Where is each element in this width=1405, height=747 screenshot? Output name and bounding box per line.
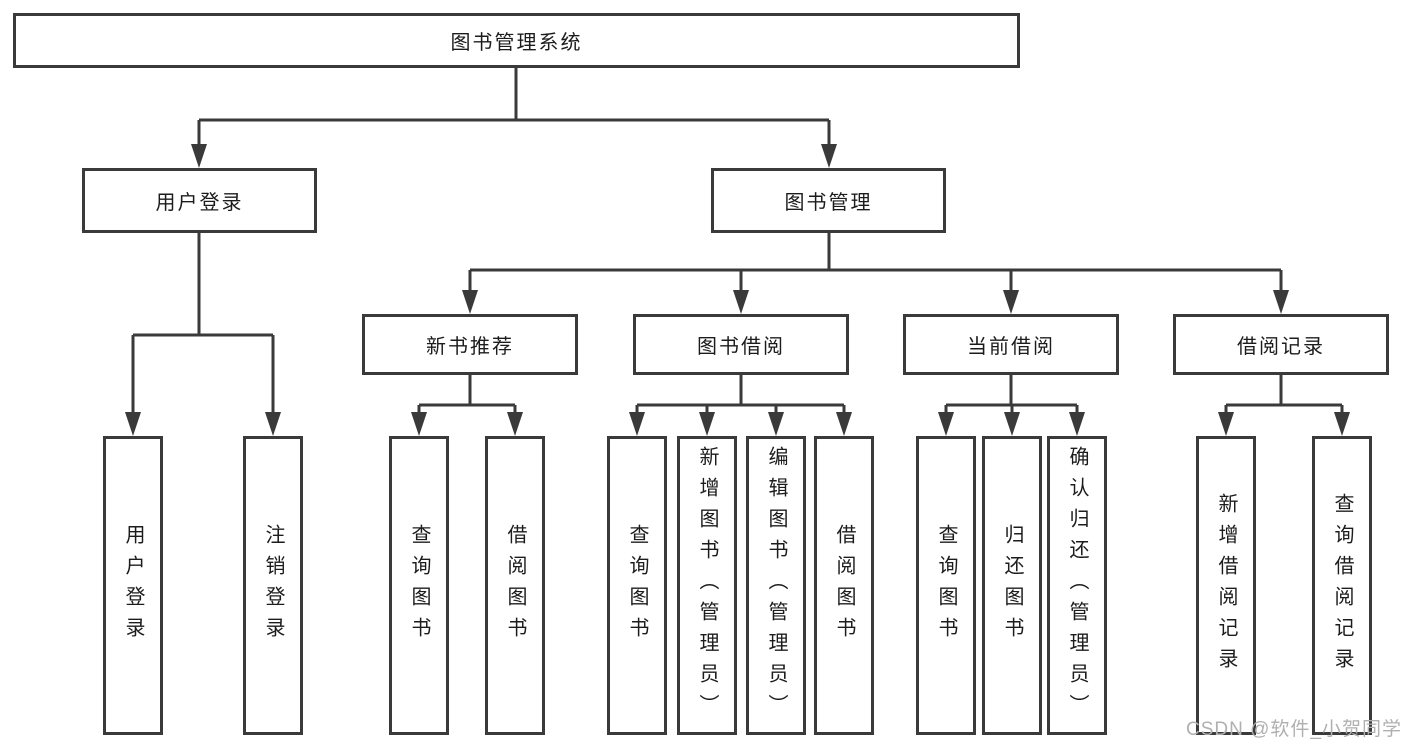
arrow-head [629,412,645,436]
leaf-query-books: 查询图书 [916,436,976,735]
node-borrowing-records: 借阅记录 [1173,314,1389,375]
leaf-borrow-books: 借阅图书 [814,436,874,735]
arrow-head [411,412,427,436]
node-label: 图书借阅 [697,336,785,358]
arrow-head [733,290,749,314]
node-label: 借阅记录 [1237,336,1325,358]
arrow-head [1273,290,1289,314]
arrow-head [191,144,207,168]
watermark: CSDN @软件_小贺同学 [1186,719,1402,740]
node-label: 确认归还（管理员） [1066,446,1088,725]
arrow-head [265,412,281,436]
node-label: 图书管理系统 [450,32,583,54]
leaf-query-books: 查询图书 [607,436,667,735]
node-label: 用户登录 [155,192,244,214]
node-label: 新书推荐 [426,336,514,358]
node-book-borrowing: 图书借阅 [633,314,849,375]
node-book-management: 图书管理 [711,168,946,233]
arrow-head [768,412,784,436]
arrow-head [938,412,954,436]
leaf-query-books: 查询图书 [389,436,449,735]
arrow-head [1004,412,1020,436]
node-library-management-system: 图书管理系统 [13,13,1020,68]
leaf-logout: 注销登录 [243,436,303,735]
node-label: 编辑图书（管理员） [765,446,787,725]
node-user-login: 用户登录 [82,168,317,233]
node-label: 用户登录 [122,523,144,648]
leaf-confirm-return-admin: 确认归还（管理员） [1047,436,1107,735]
arrow-head [125,412,141,436]
arrow-head [1069,412,1085,436]
arrow-head [1003,290,1019,314]
node-label: 借阅图书 [504,523,526,648]
leaf-return-books: 归还图书 [982,436,1042,735]
leaf-query-borrow-record: 查询借阅记录 [1312,436,1372,735]
leaf-borrow-books: 借阅图书 [485,436,545,735]
node-label: 归还图书 [1001,523,1023,648]
leaf-add-borrow-record: 新增借阅记录 [1196,436,1256,735]
node-label: 查询图书 [935,523,957,648]
node-label: 注销登录 [262,523,284,648]
node-label: 借阅图书 [833,523,855,648]
arrow-head [699,412,715,436]
arrow-head [821,144,837,168]
arrow-head [507,412,523,436]
node-current-borrowing: 当前借阅 [903,314,1119,375]
node-label: 查询图书 [626,523,648,648]
node-new-book-recommend: 新书推荐 [362,314,578,375]
leaf-add-books-admin: 新增图书（管理员） [677,436,737,735]
node-label: 查询图书 [408,523,430,648]
node-label: 图书管理 [784,192,873,214]
node-label: 新增图书（管理员） [696,446,718,725]
leaf-user-login: 用户登录 [103,436,163,735]
arrow-head [1218,412,1234,436]
node-label: 新增借阅记录 [1215,492,1237,679]
node-label: 当前借阅 [967,336,1055,358]
arrow-head [1334,412,1350,436]
arrow-head [836,412,852,436]
leaf-edit-books-admin: 编辑图书（管理员） [746,436,806,735]
arrow-head [462,290,478,314]
node-label: 查询借阅记录 [1331,492,1353,679]
